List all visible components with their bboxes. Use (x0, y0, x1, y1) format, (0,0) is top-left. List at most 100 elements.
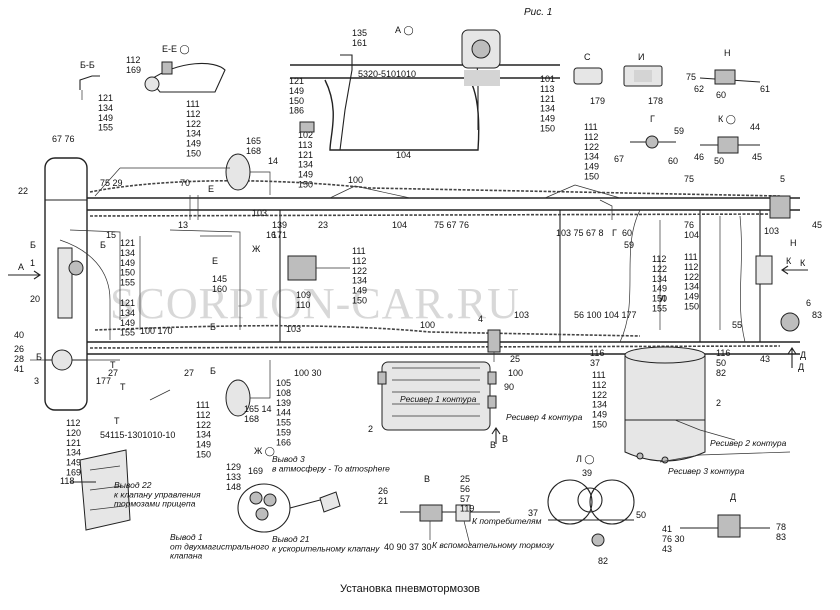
pn-177: 177 (96, 376, 111, 386)
pn-view-a-104: 104 (396, 150, 411, 160)
front-wheel-left (44, 157, 88, 411)
pn-100-30: 100 30 (294, 368, 322, 378)
view-a-detail (290, 29, 560, 151)
leader-lines (94, 167, 791, 463)
pn-view-n-60: 60 (716, 90, 726, 100)
pn-59: 59 (624, 240, 634, 250)
section-mark-b1: Б (30, 240, 36, 250)
view-zh-title: Ж ◯ (254, 446, 275, 457)
view-l-title: Л ◯ (576, 454, 594, 465)
receiver-4-label: Ресивер 4 контура (506, 412, 583, 422)
pn-view-g-60: 60 (668, 156, 678, 166)
section-mark-e2: Е (212, 256, 218, 266)
pn-103-top: 103 (252, 208, 267, 218)
view-l-detail (547, 479, 635, 547)
pn-103-mid: 103 (514, 310, 529, 320)
pn-view-g-67: 67 (614, 154, 624, 164)
section-mark-t1: Т (110, 360, 116, 370)
pn-104-top: 104 (392, 220, 407, 230)
valve-4 (487, 329, 501, 353)
pn-l-82: 82 (598, 556, 608, 566)
view-n-title: Н (724, 48, 731, 58)
pn-22: 22 (18, 186, 28, 196)
pn-67-76: 67 76 (52, 134, 75, 144)
pn-part-code-a: 5320-5101010 (358, 69, 416, 79)
k-consumers-label: К потребителям (472, 516, 542, 526)
pn-view-s: 179 (590, 96, 605, 106)
pn-view-n-62: 62 (694, 84, 704, 94)
pn-83: 83 (812, 310, 822, 320)
pn-v-40-90-37-30: 40 90 37 30 (384, 542, 432, 552)
pn-3: 3 (34, 376, 39, 386)
pn-view-k-44: 44 (750, 122, 760, 132)
section-mark-n: Н (790, 238, 797, 248)
view-t-title: Т (114, 416, 120, 426)
pn-view-k-45: 45 (752, 152, 762, 162)
pn-2-left: 2 (368, 424, 373, 434)
pn-56-100-104-177: 56 100 104 177 (574, 310, 637, 320)
receiver-3-label: Ресивер 3 контура (668, 466, 745, 476)
pn-view-g-59: 59 (674, 126, 684, 136)
pn-25: 25 (510, 354, 520, 364)
pn-zh-169: 169 (248, 466, 263, 476)
pn-75-right: 75 (684, 174, 694, 184)
pn-16: 16 (266, 230, 276, 240)
pn-100-top: 100 (348, 175, 363, 185)
labels: Рис. 1 А ◯ Б-Б Е-Е ◯ С И Н Г К ◯ Т Ж ◯ В… (14, 7, 822, 595)
section-mark-b2: Б (100, 240, 106, 250)
pn-15: 15 (106, 230, 116, 240)
valve-right-mid (755, 255, 773, 285)
arrow-k-right (781, 265, 808, 275)
pn-27: 27 (108, 368, 118, 378)
pn-l-50: 50 (636, 510, 646, 520)
arrow-k-label: К (786, 256, 792, 266)
receiver-2-tank (624, 354, 706, 462)
pn-20: 20 (30, 294, 40, 304)
pn-100-lower: 100 (508, 368, 523, 378)
section-mark-g: Г (612, 228, 617, 238)
view-i-detail (623, 65, 663, 87)
view-n-detail (699, 69, 761, 85)
view-ee-title: Е-Е ◯ (162, 44, 190, 55)
pn-100-170: 100 170 (140, 326, 173, 336)
view-k-detail (700, 136, 760, 154)
pn-13: 13 (178, 220, 188, 230)
pn-view-k-50: 50 (714, 156, 724, 166)
pn-1: 1 (30, 258, 35, 268)
view-t-detail (70, 449, 131, 531)
watermark: SCORPION-CAR.RU (110, 279, 520, 328)
arrow-v-up (491, 427, 501, 444)
section-mark-e1: Е (208, 184, 214, 194)
pn-view-n-61: 61 (760, 84, 770, 94)
pn-27-b: 27 (184, 368, 194, 378)
receiver-2-label: Ресивер 2 контура (710, 438, 787, 448)
direction-arrows: А К Д В (8, 256, 808, 444)
section-mark-b4: Б (210, 366, 216, 376)
view-d-detail (680, 514, 770, 538)
section-mark-b5: Б (36, 352, 42, 362)
section-mark-t2: Т (120, 382, 126, 392)
section-mark-v: В (490, 440, 496, 450)
view-v-detail (400, 504, 500, 546)
pn-l-37: 37 (528, 508, 538, 518)
